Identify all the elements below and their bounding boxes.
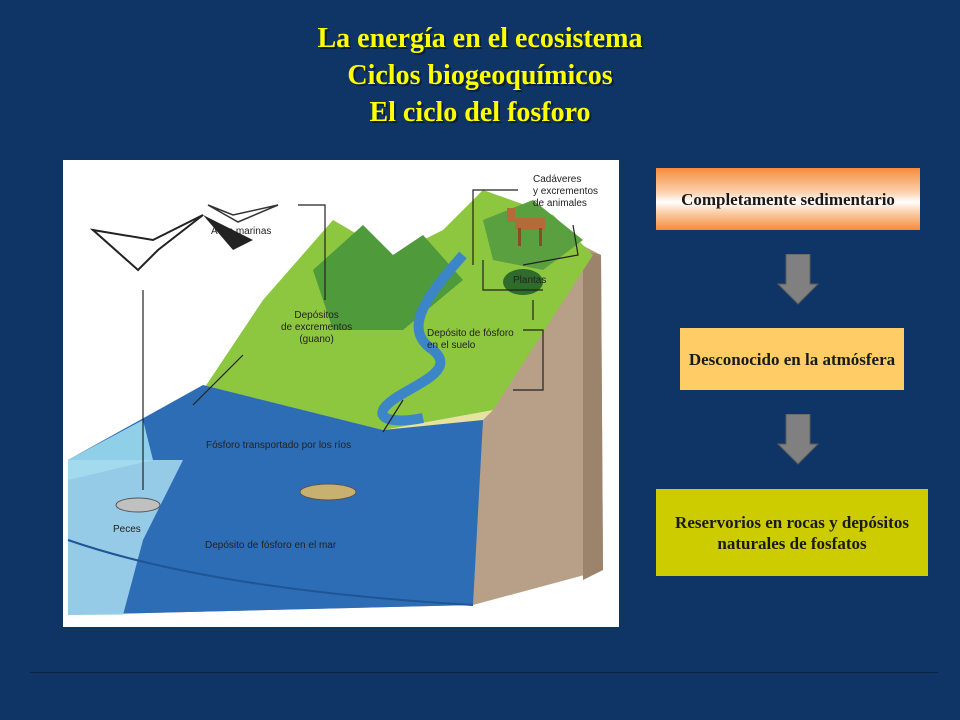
phosphorus-cycle-illustration: Aves marinas Cadáveres y excrementos de … bbox=[63, 160, 619, 627]
label-cadaveres: Cadáveres y excrementos de animales bbox=[533, 174, 599, 209]
label-deposito-suelo: Depósito de fósforo en el suelo bbox=[427, 328, 514, 351]
slide-title-line1: La energía en el ecosistema bbox=[317, 23, 643, 54]
label-aves-marinas: Aves marinas bbox=[211, 226, 272, 237]
fish-sea bbox=[299, 483, 357, 501]
flow-box-reservorios: Reservorios en rocas y depósitos natural… bbox=[656, 489, 928, 576]
flow-box-sedimentario: Completamente sedimentario bbox=[656, 168, 920, 230]
label-plantas: Plantas bbox=[513, 275, 547, 286]
label-fosforo-transportado: Fósforo transportado por los ríos bbox=[206, 440, 352, 451]
river bbox=[377, 251, 467, 426]
down-arrow-1 bbox=[776, 254, 820, 305]
footer-line bbox=[30, 672, 938, 673]
sea bbox=[68, 385, 483, 615]
label-deposito-mar: Depósito de fósforo en el mar bbox=[205, 540, 337, 551]
landscape-drawing bbox=[67, 189, 603, 615]
plants-bush bbox=[503, 269, 543, 295]
slide-title-line3: El ciclo del fosforo bbox=[369, 97, 591, 128]
flow-box-atmosfera: Desconocido en la atmósfera bbox=[680, 328, 904, 390]
shallow-water bbox=[68, 460, 183, 615]
fish-peces bbox=[115, 497, 161, 513]
down-arrow-2 bbox=[776, 414, 820, 465]
deer-animal bbox=[507, 208, 545, 246]
cycle-arrows bbox=[142, 189, 579, 490]
label-depositos-excrementos: Depósitos de excrementos (guano) bbox=[281, 310, 353, 345]
slide-title-line2: Ciclos biogeoquímicos bbox=[347, 60, 613, 91]
label-peces: Peces bbox=[113, 524, 141, 535]
seagull-large bbox=[89, 214, 204, 272]
seagull-small bbox=[207, 204, 279, 223]
